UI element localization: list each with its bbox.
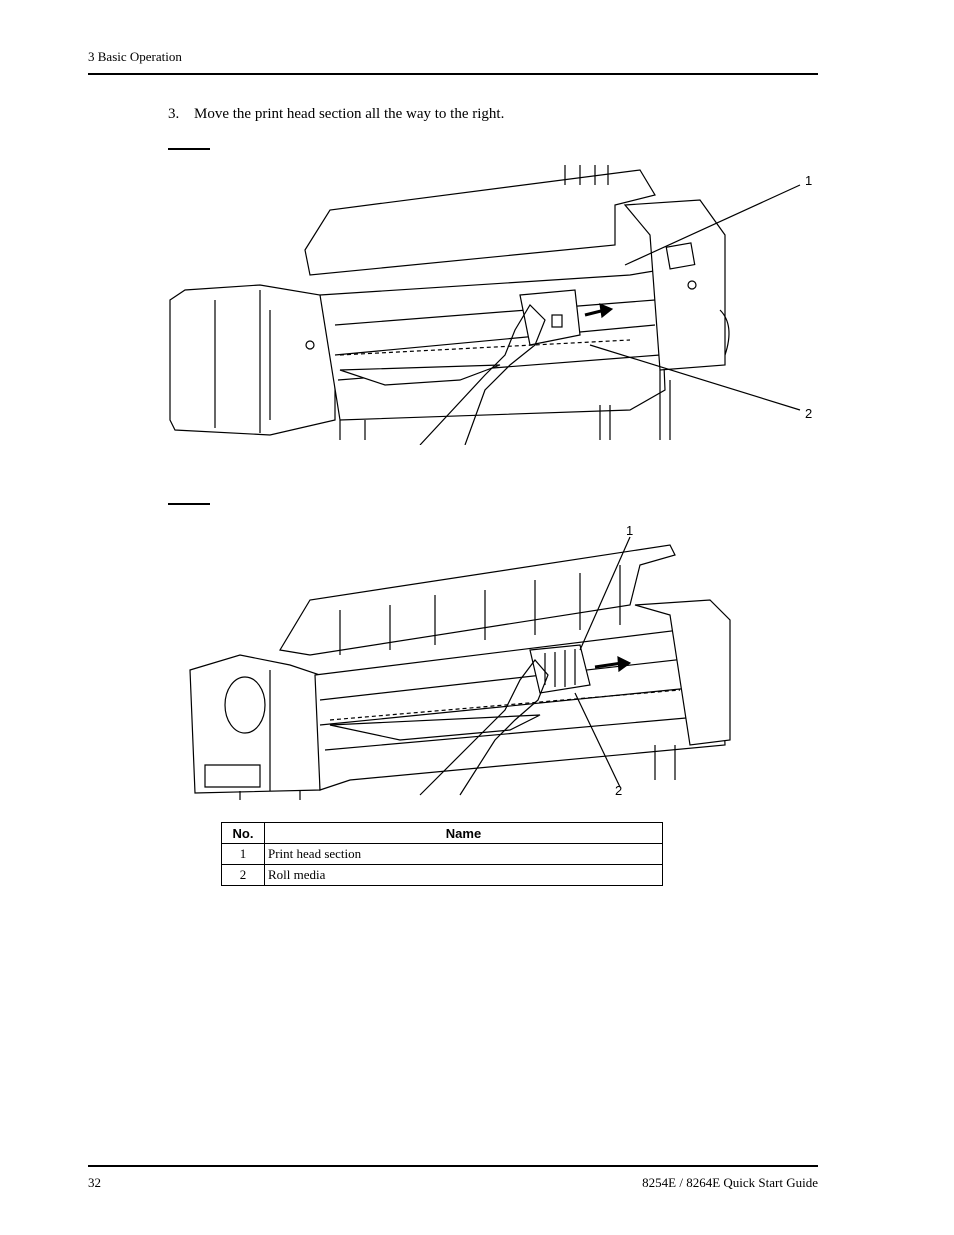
table-row: 1 Print head section xyxy=(221,843,663,865)
column-header-no: No. xyxy=(221,822,265,844)
step-number: 3. xyxy=(168,106,180,122)
figure2-callout-1: 1 xyxy=(626,525,633,538)
parts-table: No. Name 1 Print head section 2 Roll med… xyxy=(221,822,663,886)
table-row: 2 Roll media xyxy=(221,864,663,886)
page-number: 32 xyxy=(88,1175,101,1190)
header-rule xyxy=(88,73,818,75)
row-number: 2 xyxy=(221,864,265,886)
figure1-label-rule xyxy=(168,148,210,150)
row-name: Print head section xyxy=(264,843,663,865)
row-number: 1 xyxy=(221,843,265,865)
document-title: 8254E / 8264E Quick Start Guide xyxy=(642,1175,818,1190)
step-text: Move the print head section all the way … xyxy=(194,106,505,122)
step-instruction: 3. Move the print head section all the wa… xyxy=(168,106,504,123)
figure-printer-model-a: 1 2 xyxy=(169,165,812,445)
figure1-callout-1: 1 xyxy=(805,173,812,188)
figure2-label-rule xyxy=(168,503,210,505)
row-name: Roll media xyxy=(264,864,663,886)
running-header: 3 Basic Operation xyxy=(88,49,182,64)
table-header-row: No. Name xyxy=(221,822,663,844)
figure2-callout-2: 2 xyxy=(615,783,622,798)
column-header-name: Name xyxy=(264,822,663,844)
figure-printer-model-b: 1 2 xyxy=(189,525,731,800)
figure1-callout-2: 2 xyxy=(805,406,812,421)
footer-rule xyxy=(88,1165,818,1167)
